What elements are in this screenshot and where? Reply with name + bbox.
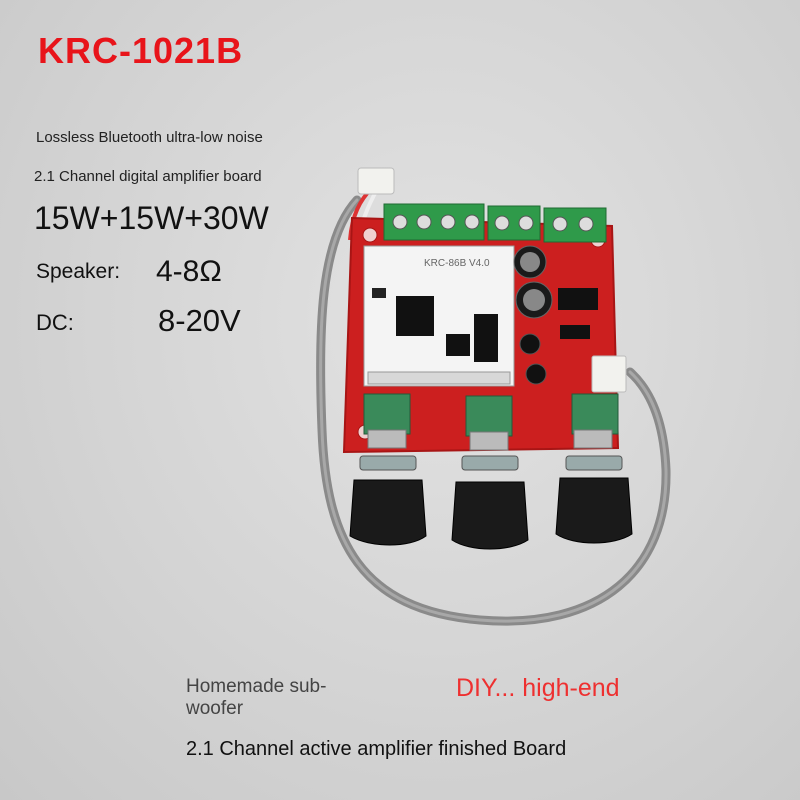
description-line-1: Lossless Bluetooth ultra-low noise [36, 129, 263, 146]
module-label: KRC-86B V4.0 [424, 258, 490, 269]
subwoofer-note: Homemade sub-woofer [186, 676, 327, 719]
volume-knob-left [349, 393, 427, 546]
top-connector [357, 167, 395, 195]
module-chip [396, 296, 434, 336]
speaker-label: Speaker: [36, 260, 121, 283]
dc-value: 8-20V [158, 303, 241, 338]
amp-chip [558, 288, 598, 310]
screw-terminals [383, 203, 607, 243]
pin-header [367, 371, 511, 385]
power-rating: 15W+15W+30W [34, 200, 269, 236]
side-connector [591, 355, 627, 393]
volume-knob-right [555, 393, 633, 544]
footer-caption: 2.1 Channel active amplifier finished Bo… [186, 738, 567, 760]
description-line-2: 2.1 Channel digital amplifier board [34, 168, 262, 185]
volume-knob-middle [451, 395, 529, 550]
capacitors [513, 245, 553, 385]
speaker-value: 4-8Ω [156, 255, 222, 288]
product-model-title: KRC-1021B [38, 30, 244, 71]
diy-note: DIY... high-end [456, 674, 620, 702]
dc-label: DC: [36, 310, 74, 335]
